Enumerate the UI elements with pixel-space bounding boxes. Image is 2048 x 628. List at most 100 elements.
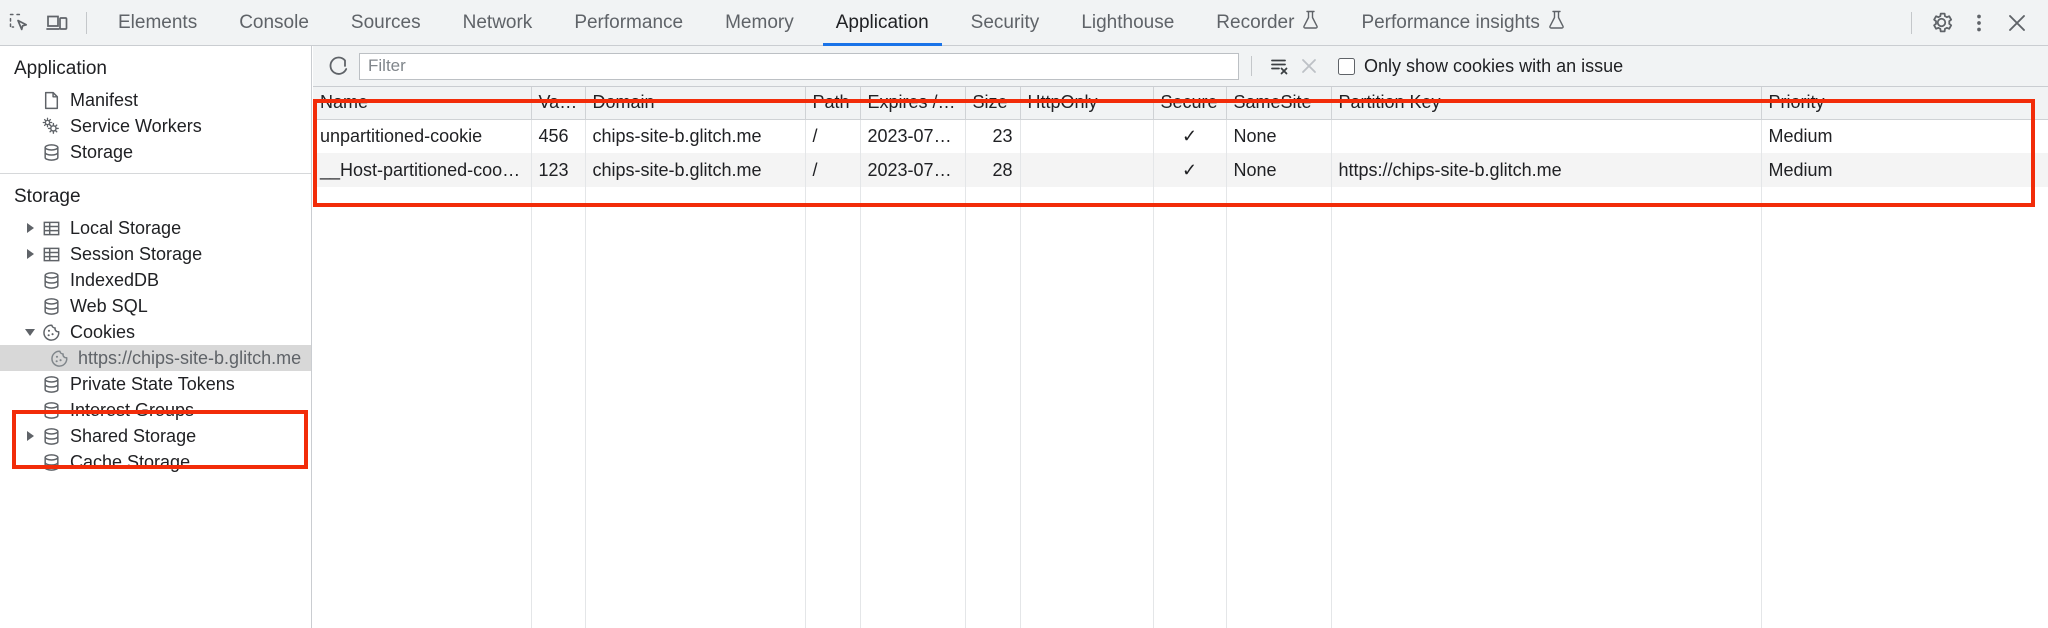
cell-path: / [805, 119, 861, 153]
sidebar-item-label: Shared Storage [70, 425, 197, 446]
sidebar-item-label: IndexedDB [70, 269, 160, 290]
gear-icon[interactable] [1922, 4, 1960, 42]
tab-label: Application [835, 11, 929, 33]
experiment-flask-icon [1548, 10, 1565, 35]
chevron-right-icon[interactable] [22, 431, 38, 441]
cell-partition-key [1331, 119, 1762, 153]
cell-expires: 2023-07-07… [860, 119, 966, 153]
tab-security[interactable]: Security [950, 0, 1061, 46]
tab-label: Performance [574, 11, 684, 33]
tab-sources[interactable]: Sources [330, 0, 442, 46]
sidebar-item-label: Cache Storage [70, 451, 191, 472]
table-row[interactable]: __Host-partitioned-cookie 123 chips-site… [313, 153, 2048, 187]
database-icon [38, 271, 64, 290]
tab-console[interactable]: Console [218, 0, 330, 46]
cookies-panel: Only show cookies with an issue [313, 46, 2048, 628]
chevron-right-icon[interactable] [22, 249, 38, 259]
cell-path: / [805, 153, 861, 187]
sidebar-item-label: Service Workers [70, 115, 202, 136]
sidebar-item-session-storage[interactable]: Session Storage [0, 241, 311, 267]
sidebar-section-title-application: Application [14, 58, 107, 79]
cell-priority: Medium [1761, 119, 2048, 153]
tab-lighthouse[interactable]: Lighthouse [1060, 0, 1195, 46]
database-icon [38, 427, 64, 446]
sidebar-item-web-sql[interactable]: Web SQL [0, 293, 311, 319]
column-header-size[interactable]: Size [965, 87, 1021, 120]
kebab-menu-icon[interactable] [1960, 4, 1998, 42]
inspect-element-icon[interactable] [0, 4, 38, 42]
tab-label: Console [239, 11, 309, 33]
table-grid-icon [38, 245, 64, 264]
sidebar-item-manifest[interactable]: Manifest [0, 87, 311, 113]
tab-label: Security [970, 11, 1040, 33]
column-header-expires[interactable]: Expires / M… [860, 87, 966, 120]
cell-domain: chips-site-b.glitch.me [585, 119, 806, 153]
tab-elements[interactable]: Elements [97, 0, 218, 46]
clear-all-cookies-icon[interactable] [1294, 51, 1324, 81]
device-toolbar-icon[interactable] [38, 4, 76, 42]
sidebar-divider [0, 173, 311, 174]
close-icon[interactable] [1998, 4, 2036, 42]
sidebar-item-interest-groups[interactable]: Interest Groups [0, 397, 311, 423]
experiment-flask-icon [1302, 10, 1319, 35]
cookies-table: Name Value Domain Path Expires / M… Size… [313, 87, 2048, 187]
sidebar-item-indexeddb[interactable]: IndexedDB [0, 267, 311, 293]
toolbar-divider [1911, 11, 1912, 34]
sidebar-item-label: Web SQL [70, 295, 148, 316]
chevron-down-icon[interactable] [22, 328, 38, 336]
sidebar-item-storage[interactable]: Storage [0, 139, 311, 165]
cookies-filter-toolbar: Only show cookies with an issue [313, 46, 2048, 87]
cell-samesite: None [1226, 153, 1332, 187]
sidebar-item-cookies[interactable]: Cookies [0, 319, 311, 345]
cell-name: __Host-partitioned-cookie [313, 153, 532, 187]
refresh-icon[interactable] [321, 49, 355, 83]
column-header-path[interactable]: Path [805, 87, 861, 120]
column-header-value[interactable]: Value [531, 87, 586, 120]
tab-network[interactable]: Network [442, 0, 554, 46]
document-icon [38, 91, 64, 110]
column-header-samesite[interactable]: SameSite [1226, 87, 1332, 120]
tab-recorder[interactable]: Recorder [1195, 0, 1340, 46]
sidebar-item-label: Private State Tokens [70, 373, 235, 394]
sidebar-item-service-workers[interactable]: Service Workers [0, 113, 311, 139]
cell-httponly [1020, 119, 1154, 153]
column-header-domain[interactable]: Domain [585, 87, 806, 120]
cell-size: 28 [965, 153, 1021, 187]
sidebar-item-cookie-origin[interactable]: https://chips-site-b.glitch.me [0, 345, 311, 371]
table-row[interactable]: unpartitioned-cookie 456 chips-site-b.gl… [313, 119, 2048, 153]
cell-secure: ✓ [1153, 119, 1227, 153]
column-header-httponly[interactable]: HttpOnly [1020, 87, 1154, 120]
tab-performance-insights[interactable]: Performance insights [1340, 0, 1585, 46]
database-icon [38, 375, 64, 394]
cell-value: 123 [531, 153, 586, 187]
sidebar-item-cache-storage[interactable]: Cache Storage [0, 449, 311, 475]
chevron-right-icon[interactable] [22, 223, 38, 233]
sidebar-item-label: Interest Groups [70, 399, 195, 420]
cell-expires: 2023-07-07… [860, 153, 966, 187]
tab-performance[interactable]: Performance [553, 0, 704, 46]
only-show-issues-checkbox[interactable]: Only show cookies with an issue [1338, 56, 1623, 77]
tab-label: Recorder [1216, 11, 1295, 33]
cookie-icon [38, 323, 64, 342]
column-header-name[interactable]: Name [313, 87, 532, 120]
table-header-row: Name Value Domain Path Expires / M… Size… [313, 87, 2048, 120]
checkbox-box[interactable] [1338, 57, 1355, 75]
sidebar-item-shared-storage[interactable]: Shared Storage [0, 423, 311, 449]
sidebar-item-local-storage[interactable]: Local Storage [0, 215, 311, 241]
clear-filtered-cookies-icon[interactable] [1264, 51, 1294, 81]
cell-size: 23 [965, 119, 1021, 153]
tab-label: Memory [725, 11, 794, 33]
search-input[interactable] [359, 52, 1239, 80]
column-header-priority[interactable]: Priority [1761, 87, 2048, 120]
toolbar-divider [86, 11, 87, 34]
database-icon [38, 297, 64, 316]
tab-memory[interactable]: Memory [704, 0, 815, 46]
gears-icon [38, 116, 64, 136]
filterbar-divider [1251, 56, 1252, 76]
cell-partition-key: https://chips-site-b.glitch.me [1331, 153, 1762, 187]
tab-application[interactable]: Application [815, 0, 950, 46]
column-header-partition-key[interactable]: Partition Key [1331, 87, 1762, 120]
sidebar-item-private-state-tokens[interactable]: Private State Tokens [0, 371, 311, 397]
column-header-secure[interactable]: Secure [1153, 87, 1227, 120]
